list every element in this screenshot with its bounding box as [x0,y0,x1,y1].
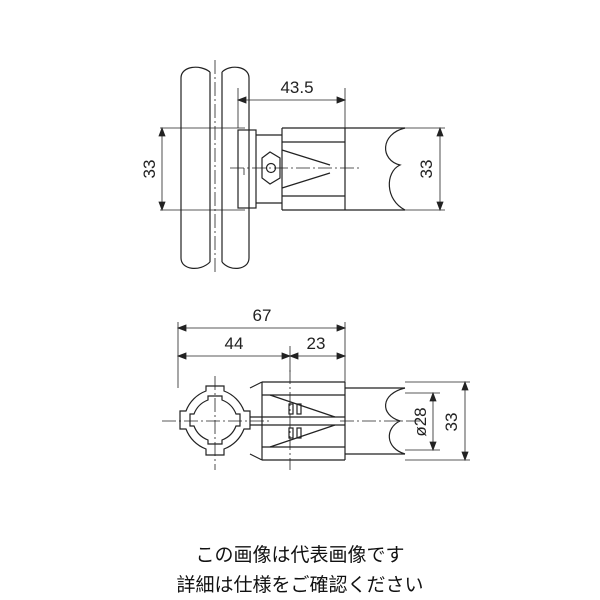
vertical-pipe [180,60,250,275]
clamp-body-top [230,127,360,211]
dim-total-67 [176,322,347,388]
dim-label-33-front: 33 [442,413,461,432]
dim-label-43-5: 43.5 [280,78,313,97]
technical-drawing: 43.5 33 33 [140,60,470,470]
dim-height-left [158,126,245,212]
top-view: 43.5 33 33 [140,60,445,275]
dim-label-33-left: 33 [140,160,159,179]
clamp-body-front [249,370,346,470]
bolt-hex-icon [261,151,281,185]
dim-height-front [405,380,470,462]
dim-length-43-5 [236,88,347,128]
caption-representative-image: この画像は代表画像です [195,544,405,566]
caption-check-specifications: 詳細は仕様をご確認ください [176,574,424,596]
dim-diameter-28 [405,391,440,452]
pipe-cross-section [162,376,270,470]
dim-label-diameter: ø28 [411,407,430,436]
dim-label-23: 23 [307,334,326,353]
dim-label-44: 44 [225,334,244,353]
dim-height-right [405,126,445,212]
front-view: 67 44 23 ø28 33 [162,306,470,470]
dim-label-67: 67 [253,306,272,325]
horizontal-pipe-top [345,127,406,211]
dim-split-44-23 [176,346,347,372]
horizontal-pipe-front [340,387,420,455]
dim-label-33-right: 33 [417,160,436,179]
